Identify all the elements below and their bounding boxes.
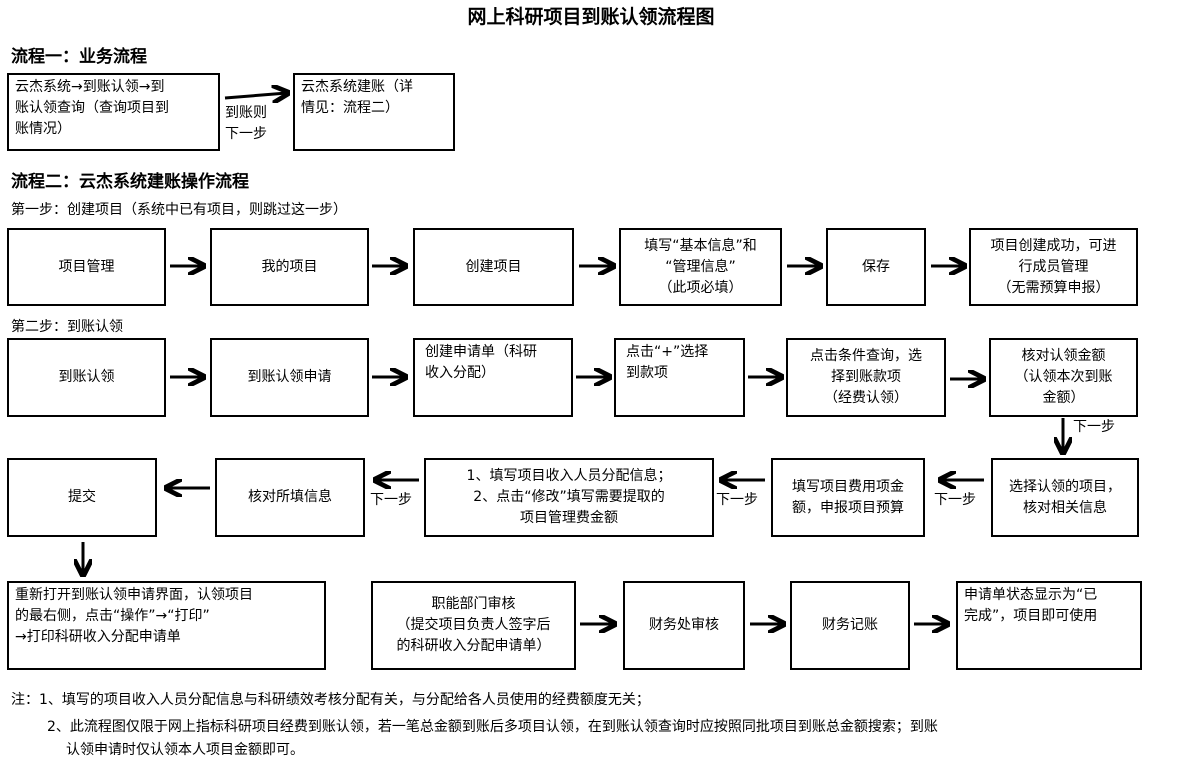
flow1-heading: 流程一：业务流程	[11, 47, 147, 67]
label-next-down: 下一步	[1073, 419, 1115, 435]
step2-box-select-project: 选择认领的项目， 核对相关信息	[991, 458, 1139, 537]
step2-box-budget: 填写项目费用项金 额，申报项目预算	[771, 458, 925, 537]
label-next-1: 下一步	[934, 492, 976, 508]
step2-box-dept-review: 职能部门审核 （提交项目负责人签字后 的科研收入分配申请单）	[371, 581, 576, 670]
step1-heading: 第一步：创建项目（系统中已有项目，则跳过这一步）	[11, 202, 347, 218]
step2-box-claim-apply: 到账认领申请	[210, 338, 369, 417]
flow1-box-query: 云杰系统→到账认领→到 账认领查询（查询项目到 账情况）	[7, 73, 220, 151]
step1-box-save: 保存	[826, 228, 926, 306]
step1-box-fill-info: 填写“基本信息”和 “管理信息” （此项必填）	[619, 228, 782, 306]
step2-heading: 第二步：到账认领	[11, 319, 123, 335]
step2-box-completed: 申请单状态显示为“已 完成”，项目即可使用	[956, 581, 1142, 670]
step2-box-verify-info: 核对所填信息	[215, 458, 365, 537]
label-next-3: 下一步	[370, 492, 412, 508]
step2-box-print: 重新打开到账认领申请界面，认领项目 的最右侧，点击“操作”→“打印” →打印科研…	[7, 581, 326, 670]
page-title: 网上科研项目到账认领流程图	[467, 6, 715, 28]
step1-box-project-manage: 项目管理	[7, 228, 166, 306]
flow1-box-build: 云杰系统建账（详 情见：流程二）	[293, 73, 455, 151]
step2-box-finance-record: 财务记账	[790, 581, 910, 670]
flow1-arrow-label: 到账则 下一步	[225, 105, 267, 142]
step2-box-claim: 到账认领	[7, 338, 166, 417]
step1-box-create-project: 创建项目	[413, 228, 574, 306]
step1-box-created: 项目创建成功，可进 行成员管理 （无需预算申报）	[969, 228, 1138, 306]
note-1: 注：1、填写的项目收入人员分配信息与科研绩效考核分配有关，与分配给各人员使用的经…	[11, 692, 650, 708]
step2-box-submit: 提交	[7, 458, 157, 537]
arrow-flow1	[224, 93, 287, 98]
step2-box-allocation: 1、填写项目收入人员分配信息； 2、点击“修改”填写需要提取的 项目管理费金额	[424, 458, 714, 537]
note-2: 2、此流程图仅限于网上指标科研项目经费到账认领，若一笔总金额到账后多项目认领，在…	[47, 719, 938, 735]
note-3: 认领申请时仅认领本人项目金额即可。	[66, 742, 304, 758]
step2-box-select-fund: 点击“+”选择 到款项	[614, 338, 745, 417]
step2-box-create-form: 创建申请单（科研 收入分配）	[413, 338, 573, 417]
step1-box-my-project: 我的项目	[210, 228, 369, 306]
label-next-2: 下一步	[716, 492, 758, 508]
step2-box-check-amount: 核对认领金额 （认领本次到账 金额）	[989, 338, 1138, 417]
step2-box-finance-review: 财务处审核	[623, 581, 745, 670]
step2-box-query: 点击条件查询，选 择到账款项 （经费认领）	[786, 338, 946, 417]
flow2-heading: 流程二：云杰系统建账操作流程	[11, 172, 249, 192]
